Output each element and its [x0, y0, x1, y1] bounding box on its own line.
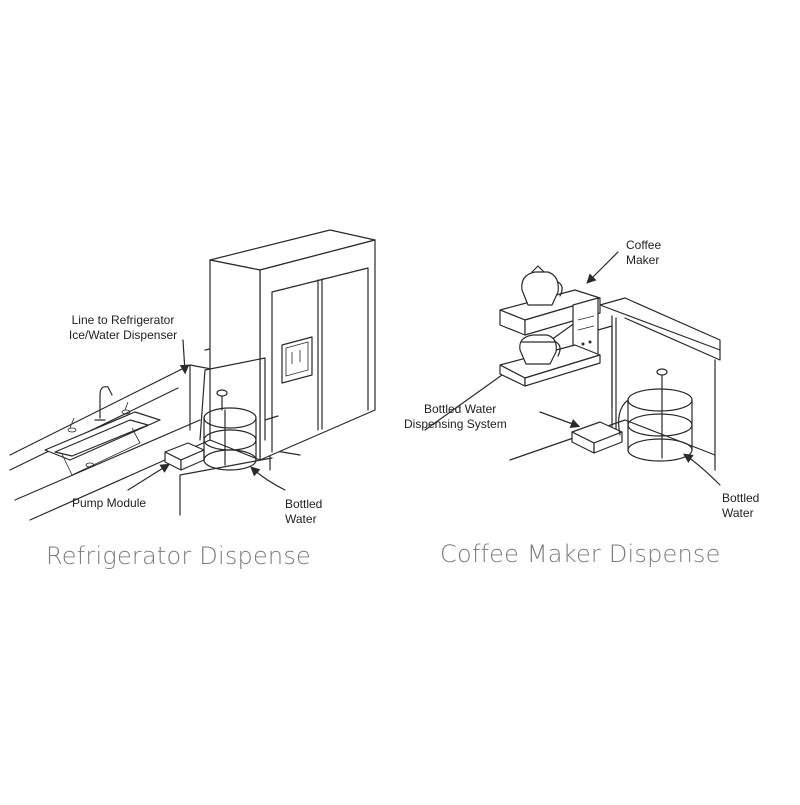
label-bottled-1: Bottled [285, 497, 323, 511]
label-bottled-water-right: Bottled Water [722, 491, 759, 521]
caption-coffee-maker-dispense: Coffee Maker Dispense [440, 540, 721, 568]
coffee-maker [499, 265, 601, 387]
bottled-water-jug-right [618, 368, 693, 462]
label-pump-module: Pump Module [72, 496, 147, 510]
label-line-2: Ice/Water Dispenser [68, 328, 178, 342]
label-bottled-2: Water [285, 512, 317, 526]
arrow-pump-module [127, 463, 171, 491]
water-line [199, 357, 266, 441]
dispensing-system-box [571, 421, 623, 454]
refrigerator [209, 229, 376, 461]
arrow-bottled-water-left [250, 466, 286, 491]
arrow-line-to-fridge [179, 339, 190, 375]
caption-refrigerator-dispense: Refrigerator Dispense [46, 542, 312, 570]
label-dispensing-system: Bottled Water Dispensing System [404, 402, 507, 432]
sink [44, 386, 161, 476]
label-line-1: Line to Refrigerator [71, 313, 175, 327]
label-line-to-refrigerator: Line to Refrigerator Ice/Water Dispenser [48, 313, 198, 343]
arrow-bottled-water-right [683, 453, 721, 486]
refrigerator-illustration [9, 229, 376, 521]
arrow-dispensing-system [539, 411, 581, 429]
label-bottled-water-left: Bottled Water [285, 497, 322, 527]
bottled-water-jug [203, 389, 257, 471]
label-system-2: Dispensing System [404, 417, 507, 431]
label-system-1: Bottled Water [424, 402, 497, 416]
label-bottled-r2: Water [722, 506, 754, 520]
label-coffee-maker: Coffee Maker [626, 238, 661, 268]
arrow-coffee-maker [586, 251, 619, 284]
label-coffee-2: Maker [626, 253, 660, 267]
label-bottled-r1: Bottled [722, 491, 760, 505]
pump-module [164, 442, 205, 471]
label-coffee-1: Coffee [626, 238, 662, 252]
coffee-illustration [424, 251, 721, 486]
water-line-to-fridge [264, 415, 279, 421]
